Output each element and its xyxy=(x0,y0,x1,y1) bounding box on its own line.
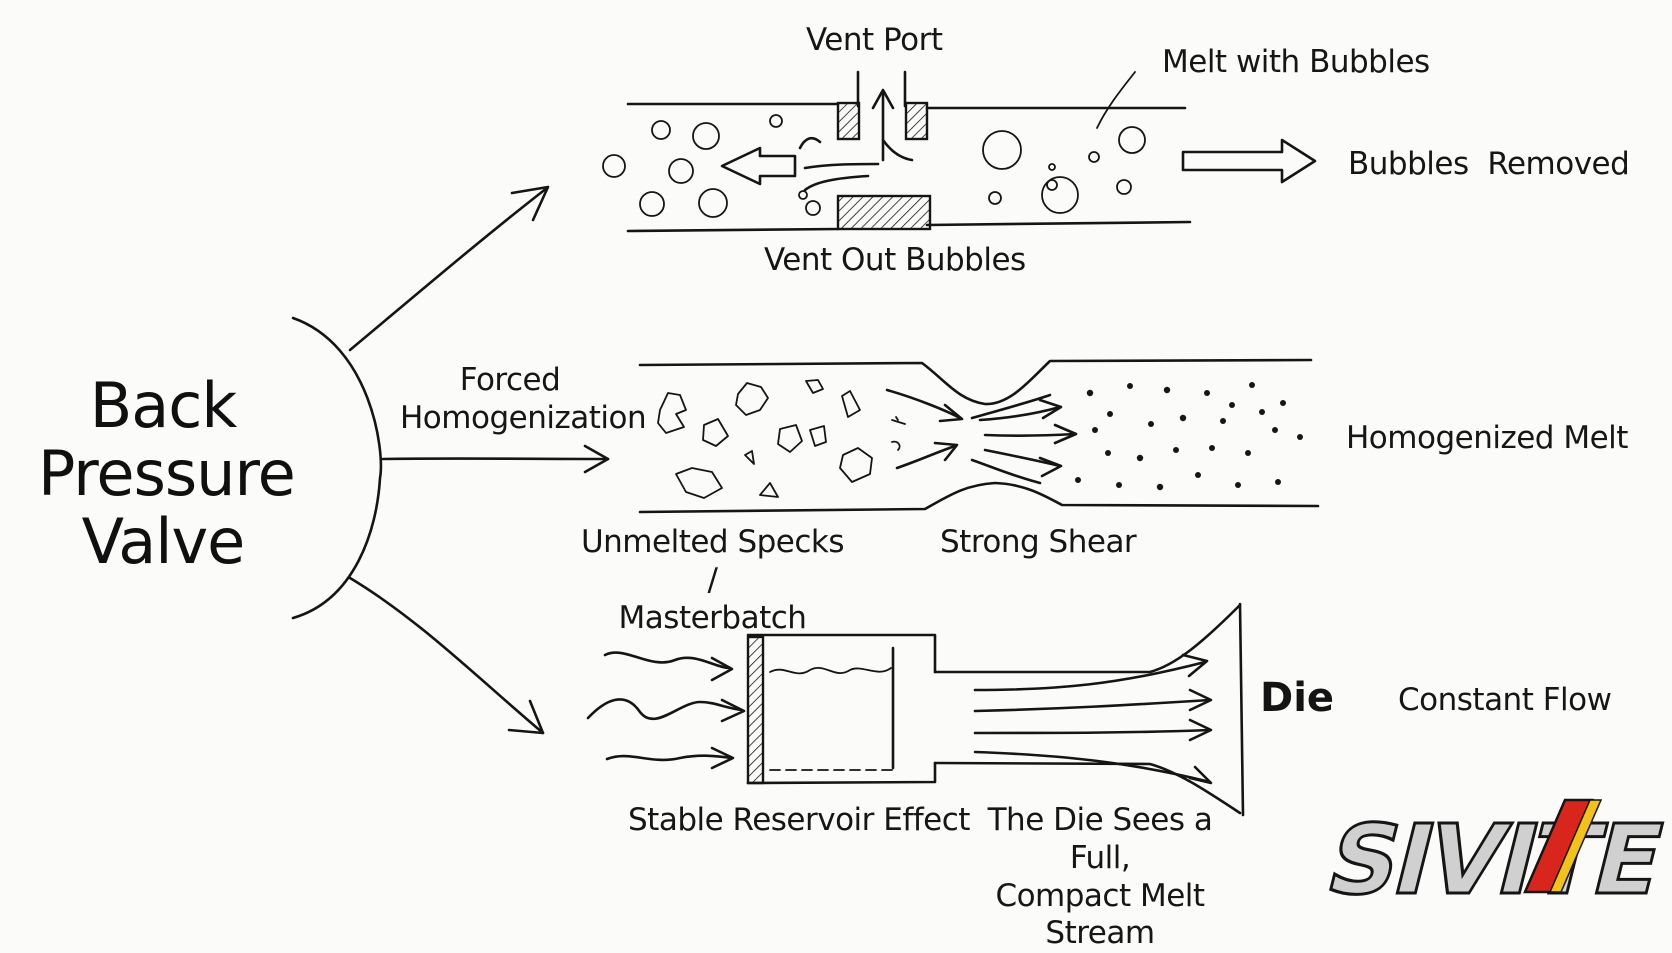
shear-tube xyxy=(638,358,1320,514)
label-melt-with-bubbles: Melt with Bubbles xyxy=(1162,44,1430,80)
branch-arrow-bottom xyxy=(348,576,545,735)
label-vent-out-bubbles: Vent Out Bubbles xyxy=(764,242,1026,278)
title: Back Pressure Valve xyxy=(38,369,296,578)
label-strong-shear: Strong Shear xyxy=(940,524,1137,560)
label-vent-port: Vent Port xyxy=(806,22,943,58)
label-homogenized-melt: Homogenized Melt xyxy=(1346,420,1628,456)
branch-arrow-top xyxy=(348,185,550,352)
vent-bubbles xyxy=(602,114,1146,218)
homogenized-dots xyxy=(1075,382,1303,491)
label-constant-flow: Constant Flow xyxy=(1398,682,1612,718)
label-unmelted-specks: Unmelted Specks / Masterbatch xyxy=(580,524,845,636)
inflow-wavy-arrows xyxy=(586,651,746,770)
valve-brace xyxy=(291,316,383,620)
label-forced-homogenization: Forced Homogenization xyxy=(400,362,647,436)
reservoir-chamber xyxy=(746,602,1245,817)
label-stable-reservoir: Stable Reservoir Effect xyxy=(628,802,970,838)
unmelted-specks xyxy=(657,379,906,499)
label-die: Die xyxy=(1260,675,1335,721)
vent-tube xyxy=(626,70,1317,233)
label-bubbles-removed: Bubbles Removed xyxy=(1348,146,1630,182)
outflow-arrows xyxy=(973,653,1213,785)
label-die-sees: The Die Sees a Full, Compact Melt Stream xyxy=(987,802,1213,952)
branch-arrow-middle xyxy=(381,444,610,474)
